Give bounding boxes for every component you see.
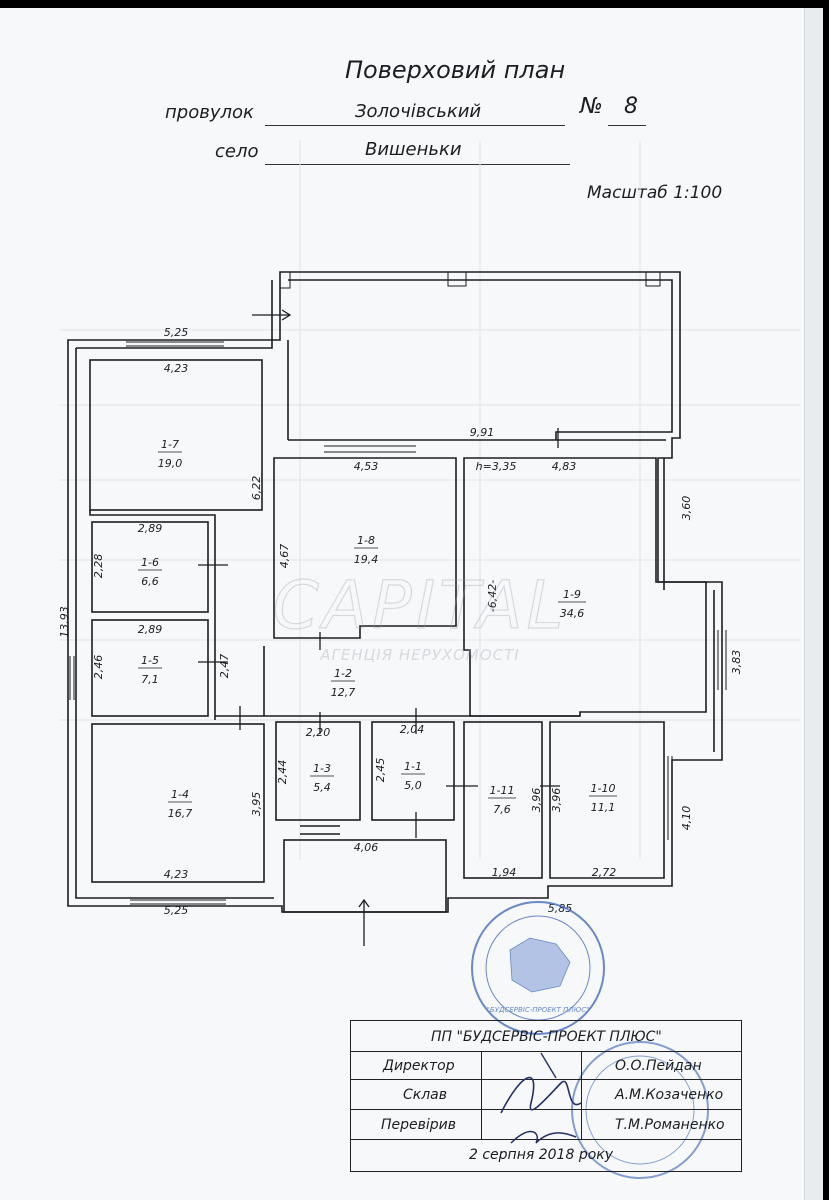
room-area: 7,1 xyxy=(141,673,159,686)
room-area: 5,0 xyxy=(404,779,422,792)
name-column-divider xyxy=(581,1051,582,1139)
dimension: 3,83 xyxy=(730,650,743,675)
room-id: 1-9 xyxy=(563,588,581,601)
dimension: 2,28 xyxy=(92,554,105,579)
watermark: CAPITAL АГЕНЦІЯ НЕРУХОМОСТІ xyxy=(272,566,568,664)
dimension: 1,94 xyxy=(492,866,517,879)
signatures xyxy=(500,1052,582,1144)
number-underline xyxy=(608,125,646,126)
watermark-subtitle: АГЕНЦІЯ НЕРУХОМОСТІ xyxy=(319,646,519,664)
dimension: 4,67 xyxy=(278,544,291,569)
dimension-labels: 5,25 4,23 6,22 9,91 4,53 h=3,35 4,83 3,6… xyxy=(58,326,743,917)
dimension: 4,10 xyxy=(680,806,693,831)
ghost-grid xyxy=(60,140,800,860)
room-id: 1-2 xyxy=(334,667,352,680)
scale-label: Масштаб 1:100 xyxy=(587,183,723,203)
dimension: 9,91 xyxy=(470,426,495,439)
dimension: 2,89 xyxy=(138,623,163,636)
room-area: 19,0 xyxy=(158,457,183,470)
room-id: 1-11 xyxy=(490,784,515,797)
title-block: ПП "БУДСЕРВІС-ПРОЕКТ ПЛЮС" Директор О.О.… xyxy=(350,1020,742,1172)
title-row-divider xyxy=(351,1109,741,1110)
room-area: 34,6 xyxy=(560,607,585,620)
dimension: 4,06 xyxy=(354,841,379,854)
room-id: 1-7 xyxy=(161,438,179,451)
village-label: село xyxy=(215,141,259,162)
name-checker: Т.М.Романенко xyxy=(615,1117,725,1133)
door-marks xyxy=(198,309,560,946)
walls xyxy=(67,271,723,913)
dimension: 4,23 xyxy=(164,362,189,375)
page-edge xyxy=(804,8,823,1200)
title-row-divider xyxy=(351,1139,741,1140)
number-value: 8 xyxy=(624,94,638,119)
room-area: 19,4 xyxy=(354,553,379,566)
dimension: 2,20 xyxy=(306,726,331,739)
stamp-text: "БУДСЕРВІС-ПРОЕКТ ПЛЮС" xyxy=(487,1006,590,1014)
room-id: 1-4 xyxy=(171,788,189,801)
room-area: 11,1 xyxy=(591,801,616,814)
room-labels: 1-7 19,0 1-8 19,4 1-9 34,6 1-6 6,6 1-5 7… xyxy=(138,438,617,820)
room-area: 5,4 xyxy=(313,781,331,794)
room-id: 1-3 xyxy=(313,762,331,775)
role-director: Директор xyxy=(383,1058,455,1074)
dimension: 2,45 xyxy=(374,758,387,783)
dimension: -6,42- xyxy=(486,580,499,612)
title-row-divider xyxy=(351,1051,741,1052)
company-name: ПП "БУДСЕРВІС-ПРОЕКТ ПЛЮС" xyxy=(431,1029,662,1045)
windows xyxy=(69,271,727,905)
street-underline xyxy=(265,125,565,126)
name-director: О.О.Пейдан xyxy=(615,1058,702,1074)
room-id: 1-6 xyxy=(141,556,159,569)
dimension: 5,85 xyxy=(548,902,573,915)
dimension: 3,95 xyxy=(250,792,263,817)
dimension: 5,25 xyxy=(164,326,189,339)
dimension: 2,44 xyxy=(276,760,289,785)
dimension: 4,23 xyxy=(164,868,189,881)
street-label: провулок xyxy=(165,102,254,123)
name-compiler: А.М.Козаченко xyxy=(615,1087,724,1103)
village-value: Вишеньки xyxy=(365,139,462,160)
dimension: 4,83 xyxy=(552,460,577,473)
plan-title: Поверховий план xyxy=(345,56,566,84)
dimension: 13,93 xyxy=(58,606,71,638)
room-id: 1-1 xyxy=(404,760,422,773)
room-area: 12,7 xyxy=(331,686,356,699)
dimension: 2,46 xyxy=(92,655,105,680)
number-label: № xyxy=(580,94,603,119)
room-id: 1-8 xyxy=(357,534,375,547)
role-compiler: Склав xyxy=(403,1087,448,1103)
dimension: 3,60 xyxy=(680,496,693,521)
village-underline xyxy=(265,164,570,165)
dimension: 3,96 xyxy=(530,788,543,813)
room-area: 16,7 xyxy=(168,807,193,820)
dimension: 4,53 xyxy=(354,460,379,473)
title-row-divider xyxy=(351,1079,741,1080)
second-stamp xyxy=(571,1041,709,1179)
room-area: 6,6 xyxy=(141,575,159,588)
room-id: 1-10 xyxy=(591,782,616,795)
room-area: 7,6 xyxy=(493,803,511,816)
dimension: 2,72 xyxy=(592,866,617,879)
street-value: Золочівський xyxy=(355,101,482,122)
dimension: 2,04 xyxy=(400,723,425,736)
room-id: 1-5 xyxy=(141,654,159,667)
dimension: 5,25 xyxy=(164,904,189,917)
document-date: 2 серпня 2018 року xyxy=(469,1147,614,1163)
company-stamp: "БУДСЕРВІС-ПРОЕКТ ПЛЮС" xyxy=(471,901,605,1035)
watermark-brand: CAPITAL xyxy=(273,567,568,644)
role-column xyxy=(351,1051,482,1139)
dimension: 6,22 xyxy=(250,476,263,501)
dimension: 3,96 xyxy=(550,788,563,813)
dimension: 2,89 xyxy=(138,522,163,535)
dimension: 2,47 xyxy=(218,654,231,679)
document-sheet: Поверховий план провулок Золочівський № … xyxy=(0,8,823,1200)
role-checker: Перевірив xyxy=(381,1117,457,1133)
dimension: h=3,35 xyxy=(476,460,517,473)
